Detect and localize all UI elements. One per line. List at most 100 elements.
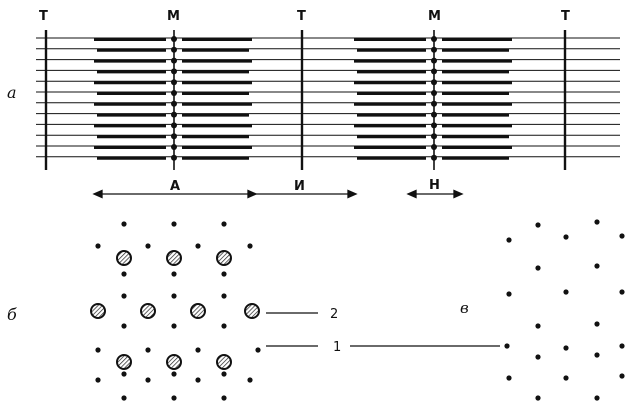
thick-filament-circle [116, 354, 132, 370]
thin-filament-dot [121, 271, 127, 277]
thin-filament-dot [619, 289, 625, 295]
thick-filament-circle [244, 303, 260, 319]
thin-filament-dot [171, 371, 177, 377]
m-line-node [431, 90, 437, 96]
thin-filament-dot [121, 395, 127, 401]
a-band-arrow [92, 189, 258, 199]
band-label-t1: T [39, 9, 48, 24]
thin-filament-dot [221, 293, 227, 299]
thin-filament-dot [121, 323, 127, 329]
thick-filament-circle [166, 354, 182, 370]
thin-filament-dot [195, 377, 201, 383]
thin-filament-dot [504, 343, 510, 349]
m-line-node [431, 46, 437, 53]
thin-filament-dots-b [95, 221, 261, 401]
thin-filament-dot [221, 323, 227, 329]
panel-c-label: в [460, 299, 469, 317]
thin-filament-dot [619, 233, 625, 239]
thin-filament-dot [594, 219, 600, 225]
m-line-node [431, 57, 437, 64]
m-line-node [431, 36, 437, 42]
thick-filament-circle [90, 303, 106, 319]
thin-filament-dot [506, 291, 512, 297]
thin-filament-dot [145, 243, 151, 249]
thin-filament-dot [221, 221, 227, 227]
thin-filament-dot [535, 222, 541, 228]
band-label-t2: T [297, 9, 306, 24]
h-zone-arrow [406, 189, 464, 199]
thick-filament-circle [166, 250, 182, 266]
thin-filament-dot [247, 243, 253, 249]
thin-filament-dot [594, 395, 600, 401]
m-line-node [431, 133, 437, 140]
m-line-node [171, 133, 177, 140]
thin-filament-dot [535, 354, 541, 360]
m-line-node [171, 154, 177, 161]
thin-filament-dot [121, 293, 127, 299]
m-line-node [431, 79, 437, 86]
thin-filament-dot [171, 221, 177, 227]
thin-filament-dot [195, 347, 201, 353]
thin-filament-dot [145, 347, 151, 353]
thin-filament-dot [121, 221, 127, 227]
thick-filament-circle [140, 303, 156, 319]
thin-filament-dot [506, 375, 512, 381]
m-line-node [171, 144, 177, 150]
thin-filament-dot [145, 377, 151, 383]
m-line-node [431, 111, 437, 118]
m-line-node [431, 144, 437, 150]
thin-filament-dot [619, 373, 625, 379]
thin-filament-dot [563, 289, 569, 295]
thin-filament-dot [121, 371, 127, 377]
a-band-label: A [170, 179, 180, 194]
m-line-node [171, 68, 177, 75]
i-band-label: И [294, 179, 305, 194]
thin-filament-dot [563, 234, 569, 240]
thick-filament-circle [216, 250, 232, 266]
thin-filament-dots-c [504, 219, 625, 401]
thin-filament-dot [171, 271, 177, 277]
m-line-node [431, 100, 437, 107]
panel-a-label: а [7, 83, 17, 102]
thin-filament-dot [535, 323, 541, 329]
thick-filament-circle [190, 303, 206, 319]
thin-filament-dot [221, 395, 227, 401]
panel-b: б 2 1 [7, 221, 500, 401]
thin-filament-dot [594, 352, 600, 358]
thin-filament-dot [221, 271, 227, 277]
thin-filament-dot [221, 371, 227, 377]
band-label-m1: M [167, 9, 180, 24]
thin-filament-dot [171, 395, 177, 401]
thin-filament-dot [171, 323, 177, 329]
thick-filament-circles-b [90, 250, 260, 370]
m-line-node [171, 111, 177, 118]
m-lines [171, 30, 437, 170]
m-line-node [171, 100, 177, 107]
band-label-t3: T [561, 9, 570, 24]
thin-filament-dot [255, 347, 261, 353]
thin-filament-dot [195, 243, 201, 249]
thin-filament-dot [619, 343, 625, 349]
thin-filaments [36, 37, 620, 158]
m-line-node [171, 79, 177, 86]
h-zone-label: Н [429, 178, 440, 193]
panel-b-label: б [7, 305, 17, 324]
m-line-node [171, 90, 177, 96]
thin-filament-dot [95, 243, 101, 249]
thin-filament-dot [506, 237, 512, 243]
thin-filament-dot [535, 265, 541, 271]
m-line-node [431, 122, 437, 129]
thin-filament-dot [95, 347, 101, 353]
band-label-m2: M [428, 9, 441, 24]
thick-filament-circle [116, 250, 132, 266]
thin-filament-dot [171, 293, 177, 299]
panel-c: в [460, 219, 625, 401]
panel-a: а T M T M T A И Н [7, 9, 620, 199]
m-line-node [171, 36, 177, 42]
m-line-node [171, 122, 177, 129]
m-line-node [171, 57, 177, 64]
thin-filament-dot [247, 377, 253, 383]
callout-label-1: 1 [333, 340, 341, 355]
thin-filament-dot [535, 395, 541, 401]
